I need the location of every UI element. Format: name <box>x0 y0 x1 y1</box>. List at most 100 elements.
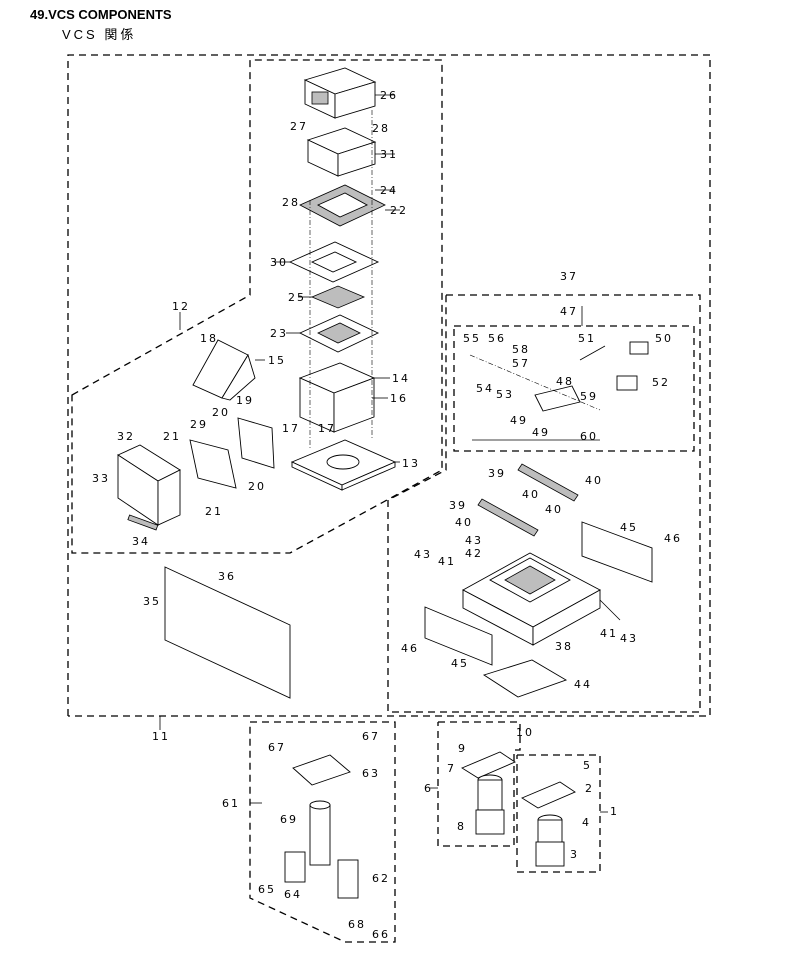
callout-20b: 20 <box>248 480 266 493</box>
callout-28: 28 <box>372 122 390 135</box>
callout-45b: 45 <box>451 657 469 670</box>
callout-64: 64 <box>284 888 302 901</box>
callout-62: 62 <box>372 872 390 885</box>
callout-51: 51 <box>578 332 596 345</box>
group-47-boundary <box>453 325 695 452</box>
callout-40d: 40 <box>455 516 473 529</box>
part-23-plate <box>298 314 380 353</box>
callout-37: 37 <box>560 270 578 283</box>
callout-9: 9 <box>458 742 467 755</box>
callout-26: 26 <box>380 89 398 102</box>
part-26-cover <box>303 67 377 119</box>
page-title: 49.VCS COMPONENTS <box>30 7 172 22</box>
callout-34: 34 <box>132 535 150 548</box>
callout-4: 4 <box>582 816 591 829</box>
part-61-assembly <box>284 754 359 899</box>
callout-41b: 41 <box>600 627 618 640</box>
callout-40b: 40 <box>522 488 540 501</box>
part-14-bracket <box>298 362 376 433</box>
callout-55: 55 <box>463 332 481 345</box>
callout-65: 65 <box>258 883 276 896</box>
callout-63: 63 <box>362 767 380 780</box>
callout-10: 10 <box>516 726 534 739</box>
callout-46b: 46 <box>401 642 419 655</box>
callout-40a: 40 <box>585 474 603 487</box>
part-34-rail <box>127 514 159 531</box>
callout-31: 31 <box>380 148 398 161</box>
callout-7: 7 <box>447 762 456 775</box>
callout-53: 53 <box>496 388 514 401</box>
part-30-gasket <box>288 241 380 283</box>
callout-57: 57 <box>512 357 530 370</box>
part-18-15-cover <box>192 339 256 401</box>
callout-56: 56 <box>488 332 506 345</box>
group-37-boundary <box>387 294 701 713</box>
callout-50: 50 <box>655 332 673 345</box>
callout-29: 29 <box>190 418 208 431</box>
group-12-boundary <box>71 59 443 554</box>
part-29-panel <box>189 439 237 489</box>
callout-49a: 49 <box>510 414 528 427</box>
callout-43a: 43 <box>465 534 483 547</box>
leader-lines <box>159 94 621 813</box>
callout-36: 36 <box>218 570 236 583</box>
part-6-assembly <box>461 751 516 835</box>
callout-42: 42 <box>465 547 483 560</box>
callout-12: 12 <box>172 300 190 313</box>
callout-30: 30 <box>270 256 288 269</box>
part-39-rails <box>477 463 579 537</box>
callout-67a: 67 <box>268 741 286 754</box>
callout-47: 47 <box>560 305 578 318</box>
callout-43c: 43 <box>620 632 638 645</box>
callout-38: 38 <box>555 640 573 653</box>
callout-69: 69 <box>280 813 298 826</box>
callout-32: 32 <box>117 430 135 443</box>
callout-41a: 41 <box>438 555 456 568</box>
callout-28b: 28 <box>282 196 300 209</box>
callout-39a: 39 <box>488 467 506 480</box>
callout-46a: 46 <box>664 532 682 545</box>
callout-1: 1 <box>610 805 619 818</box>
part-47-tools <box>469 341 649 412</box>
callout-17a: 17 <box>282 422 300 435</box>
callout-60: 60 <box>580 430 598 443</box>
part-32-box <box>117 444 181 526</box>
callout-67b: 67 <box>362 730 380 743</box>
group-6-boundary <box>437 721 521 847</box>
callout-24: 24 <box>380 184 398 197</box>
callout-13: 13 <box>402 457 420 470</box>
callout-49b: 49 <box>532 426 550 439</box>
callout-40c: 40 <box>545 503 563 516</box>
callout-2: 2 <box>585 782 594 795</box>
callout-16: 16 <box>390 392 408 405</box>
part-44-plate <box>482 659 568 698</box>
callout-20a: 20 <box>212 406 230 419</box>
part-25-filter <box>310 285 366 309</box>
callout-19: 19 <box>236 394 254 407</box>
callout-23: 23 <box>270 327 288 340</box>
part-1-assembly <box>521 781 576 867</box>
callout-6: 6 <box>424 782 433 795</box>
callout-21b: 21 <box>205 505 223 518</box>
callout-5: 5 <box>583 759 592 772</box>
callout-54: 54 <box>476 382 494 395</box>
part-45-panel-right <box>581 521 653 583</box>
callout-35: 35 <box>143 595 161 608</box>
callout-43b: 43 <box>414 548 432 561</box>
callout-45a: 45 <box>620 521 638 534</box>
callout-14: 14 <box>392 372 410 385</box>
callout-33: 33 <box>92 472 110 485</box>
callout-17b: 17 <box>318 422 336 435</box>
callout-59: 59 <box>580 390 598 403</box>
callout-21a: 21 <box>163 430 181 443</box>
page-subtitle: VCS 関係 <box>62 27 137 42</box>
callout-22: 22 <box>390 204 408 217</box>
callout-44: 44 <box>574 678 592 691</box>
group-61-boundary <box>249 721 396 943</box>
callout-11: 11 <box>152 730 170 743</box>
part-38-housing <box>462 552 601 646</box>
callout-48: 48 <box>556 375 574 388</box>
group-11-boundary <box>67 54 711 717</box>
